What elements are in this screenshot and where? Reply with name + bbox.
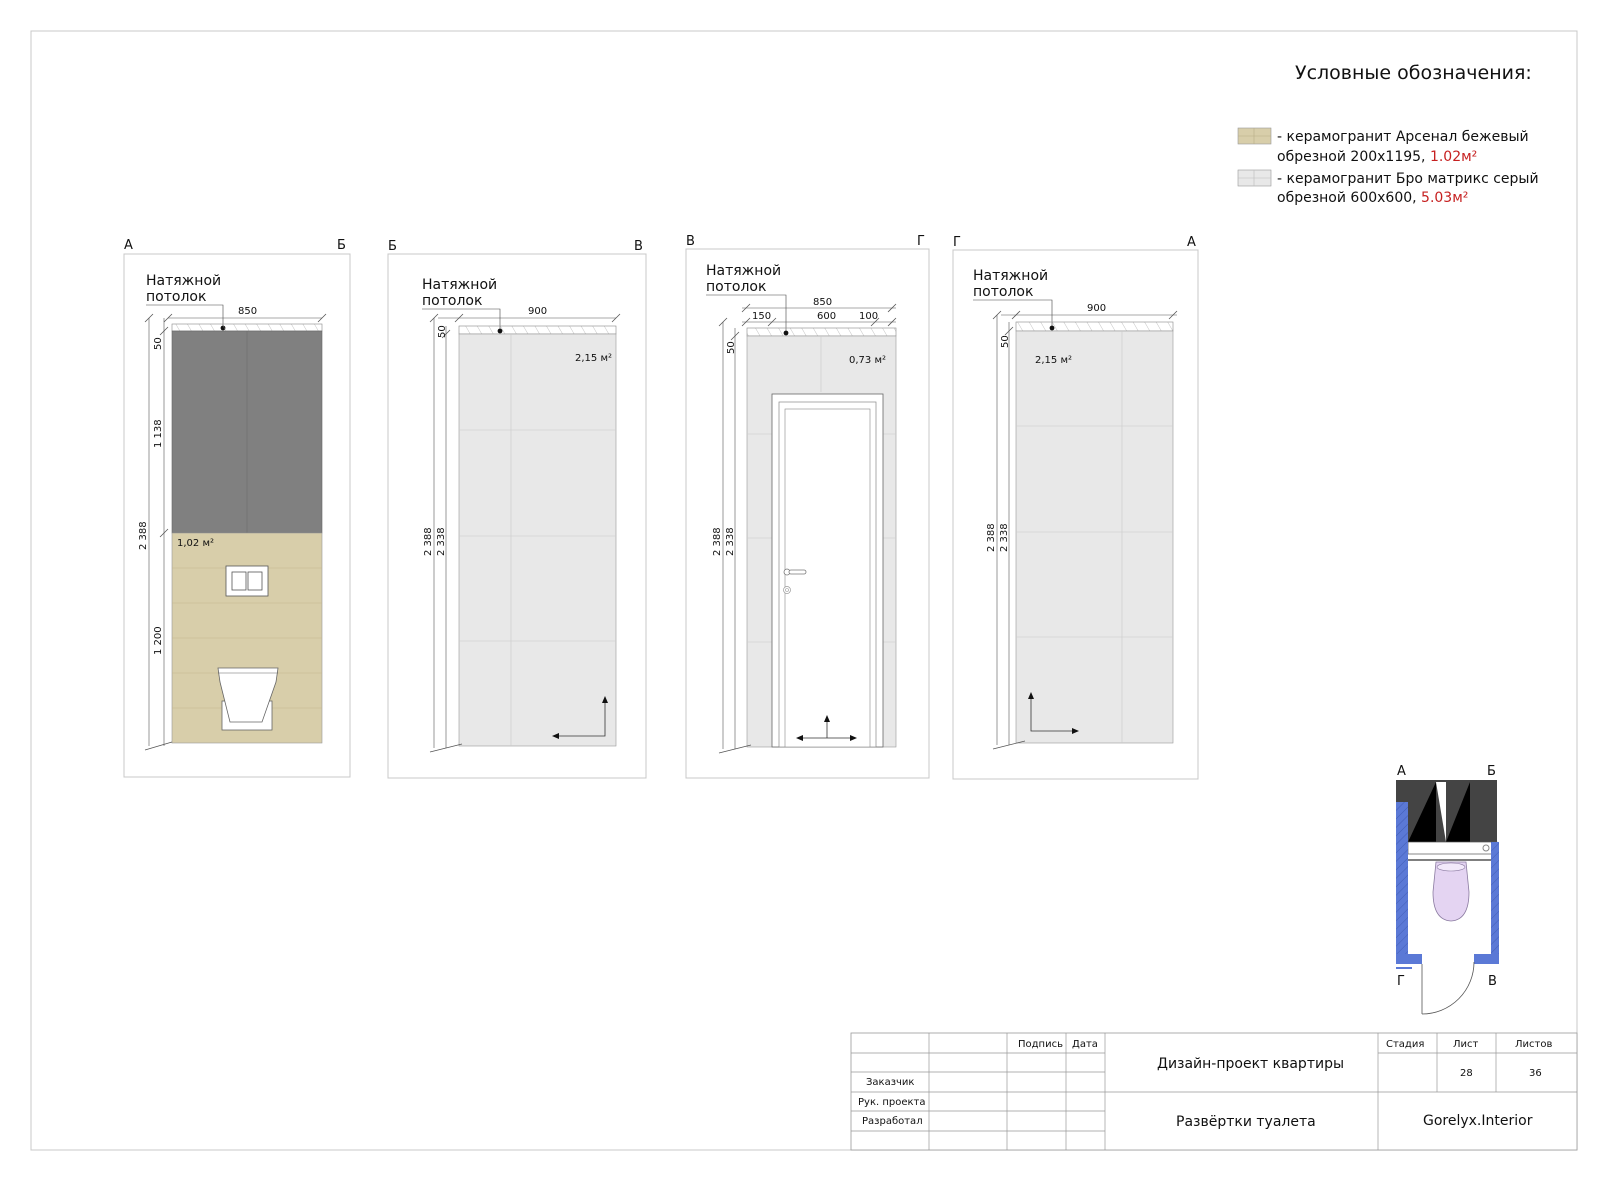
ceiling-label: потолок	[973, 284, 1033, 300]
width-sub-dimension: 150	[752, 311, 771, 322]
width-sub-dimension: 100	[859, 311, 878, 322]
legend-item-desc: обрезной 200х1195,	[1277, 149, 1426, 165]
tile-direction-arrow-icon	[1028, 692, 1079, 734]
row-developer: Разработал	[862, 1116, 923, 1127]
tile-direction-arrow-icon	[796, 715, 857, 741]
row-customer: Заказчик	[866, 1077, 914, 1088]
corner-left: В	[686, 234, 695, 249]
elevation-frame	[685, 248, 930, 779]
sheets-label: Листов	[1515, 1039, 1552, 1050]
corner-left: Б	[388, 239, 397, 254]
legend-item-line1: - керамогранит Арсенал бежевый	[1277, 129, 1529, 145]
col-date: Дата	[1072, 1039, 1098, 1050]
legend-item-beige: - керамогранит Арсенал бежевый обрезной …	[1237, 127, 1529, 165]
legend-item-qty: 1.02м²	[1430, 149, 1477, 165]
height-inner: 2 338	[999, 523, 1010, 552]
tile-direction-arrow-icon	[552, 696, 608, 739]
height-total: 2 388	[138, 521, 149, 550]
height-total: 2 388	[423, 527, 434, 556]
corner-right: Г	[917, 234, 925, 249]
plan-corner: Б	[1487, 764, 1496, 779]
legend-item-desc: обрезной 600х600,	[1277, 190, 1417, 206]
width-dimension: 900	[1087, 303, 1106, 314]
title-block: Подпись Дата Заказчик Рук. проекта Разра…	[850, 1032, 1578, 1151]
ceiling-label: потолок	[706, 279, 766, 295]
legend: Условные обозначения: - керамогранит Арс…	[1237, 62, 1539, 206]
height-segment: 50	[437, 325, 448, 338]
width-dimension: 850	[813, 297, 832, 308]
elevation-b-v: Б В Натяжной потолок 900 2,15 м² 50 2 38…	[387, 239, 647, 779]
toilet-icon	[217, 667, 279, 731]
plan-corner: А	[1397, 764, 1406, 779]
grey-tile-area	[1015, 330, 1174, 744]
elevation-frame	[952, 249, 1199, 780]
area-label: 0,73 м²	[849, 355, 886, 366]
height-segment: 1 138	[153, 419, 164, 448]
elevation-frame	[387, 253, 647, 779]
elevation-frame	[123, 253, 351, 778]
area-label: 2,15 м²	[1035, 355, 1072, 366]
legend-item-grey: - керамогранит Бро матрикс серый обрезно…	[1237, 169, 1539, 206]
legend-item-line2: обрезной 600х600, 5.03м²	[1277, 190, 1468, 206]
ceiling-label: Натяжной	[146, 273, 221, 289]
corner-left: А	[124, 238, 133, 253]
elevation-v-g: В Г Натяжной потолок 850 150 600 100	[685, 234, 930, 779]
plan-corner: Г	[1397, 974, 1405, 989]
area-label: 2,15 м²	[575, 353, 612, 364]
ceiling-label: потолок	[422, 293, 482, 309]
project-title: Дизайн-проект квартиры	[1157, 1056, 1344, 1072]
row-head: Рук. проекта	[858, 1097, 926, 1108]
area-label: 1,02 м²	[177, 538, 214, 549]
legend-item-qty: 5.03м²	[1421, 190, 1468, 206]
height-segment: 50	[1000, 335, 1011, 348]
corner-right: Б	[337, 238, 346, 253]
legend-title: Условные обозначения:	[1295, 62, 1532, 84]
height-segment: 50	[726, 341, 737, 354]
col-sign: Подпись	[1018, 1039, 1063, 1050]
ceiling-label: потолок	[146, 289, 206, 305]
width-dimension: 850	[238, 306, 257, 317]
corner-right: В	[634, 239, 643, 254]
height-segment: 1 200	[153, 626, 164, 655]
company-name: Gorelyx.Interior	[1423, 1113, 1533, 1129]
sheet-title: Развёртки туалета	[1176, 1114, 1316, 1130]
door-icon	[771, 393, 884, 748]
key-plan: А Б Г В	[1396, 764, 1499, 1015]
sheet-label: Лист	[1453, 1039, 1479, 1050]
stage-label: Стадия	[1386, 1039, 1424, 1050]
height-total: 2 388	[712, 527, 723, 556]
legend-item-line2: обрезной 200х1195, 1.02м²	[1277, 149, 1477, 165]
width-dimension: 900	[528, 306, 547, 317]
flush-plate	[225, 565, 269, 597]
height-total: 2 388	[986, 523, 997, 552]
elevation-g-a: Г А Натяжной потолок 900 2,15 м² 50 2 38…	[952, 235, 1199, 780]
ceiling-label: Натяжной	[422, 277, 497, 293]
sheet-frame	[30, 30, 1578, 1151]
width-sub-dimension: 600	[817, 311, 836, 322]
ceiling-label: Натяжной	[706, 263, 781, 279]
sheets-total: 36	[1529, 1068, 1542, 1079]
corner-right: А	[1187, 235, 1196, 250]
plan-door-swing-icon	[1421, 961, 1475, 1015]
plan-toilet-icon	[1432, 861, 1470, 922]
sheet-number: 28	[1460, 1068, 1473, 1079]
legend-item-line1: - керамогранит Бро матрикс серый	[1277, 171, 1539, 187]
elevation-a-b: А Б Натяжной потолок 850 1,02 м²	[123, 238, 351, 778]
plan-corner: В	[1488, 974, 1497, 989]
height-inner: 2 338	[436, 527, 447, 556]
grey-tile-area	[458, 333, 617, 747]
height-segment: 50	[153, 337, 164, 350]
corner-left: Г	[953, 235, 961, 250]
ceiling-label: Натяжной	[973, 268, 1048, 284]
height-inner: 2 338	[725, 527, 736, 556]
